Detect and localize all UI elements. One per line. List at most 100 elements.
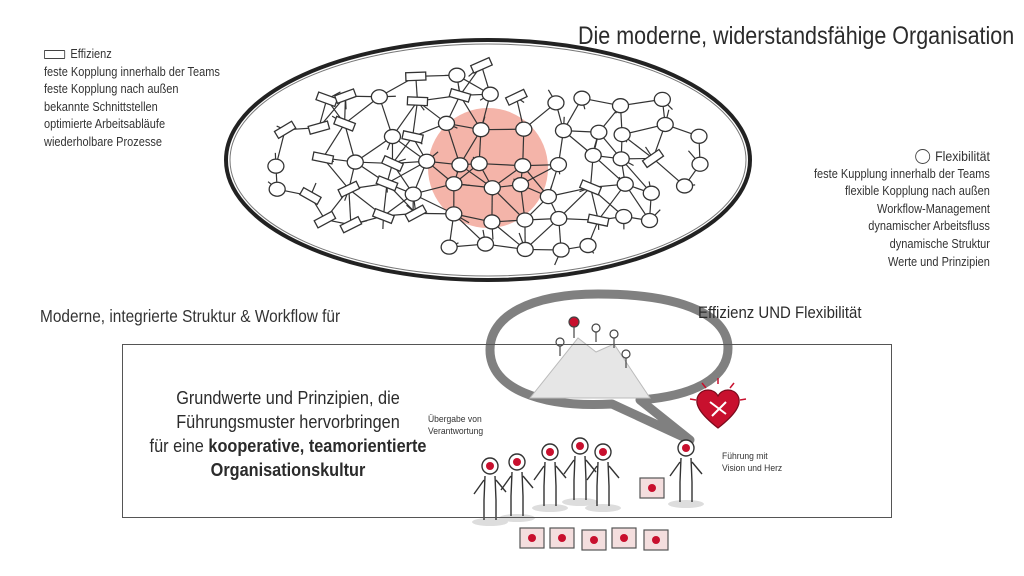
rectangle-node (375, 175, 399, 192)
rectangle-node (404, 204, 428, 223)
leadership-note: Führung mit Vision und Herz (722, 451, 782, 475)
circle-node (511, 177, 530, 193)
rectangle-node (337, 180, 361, 198)
circle-node (346, 154, 364, 170)
circle-node (554, 122, 573, 139)
circle-node (472, 122, 490, 138)
main-statement-prefix: für eine (149, 435, 209, 456)
efficiency-item: bekannte Schnittstellen (44, 99, 158, 114)
rectangle-node (371, 207, 396, 225)
circle-node (483, 214, 501, 230)
circle-node (451, 157, 469, 173)
circle-node (547, 95, 565, 111)
flexibility-item: flexible Kopplung nach außen (845, 184, 990, 199)
circle-node (383, 128, 402, 145)
culture-frame (122, 344, 892, 518)
person-figure (668, 439, 704, 508)
rectangle-node (641, 148, 665, 169)
efficiency-heading: Effizienz (70, 47, 112, 61)
efficiency-item: wiederholbare Prozesse (44, 134, 163, 149)
rectangle-node (586, 213, 610, 227)
circle-node (539, 188, 558, 205)
flexibility-legend-heading: Flexibilität (814, 148, 990, 166)
speech-bubble (485, 289, 733, 445)
rectangle-node (401, 130, 425, 144)
task-box (643, 529, 669, 551)
circle-node (642, 185, 660, 201)
efficiency-item: optimierte Arbeitsabläufe (44, 117, 166, 132)
efficiency-legend: Effizienz feste Kopplung innerhalb der T… (44, 46, 220, 152)
rectangle-node (406, 96, 429, 107)
network-link (322, 123, 346, 159)
rectangle-node (578, 179, 603, 196)
circle-node (370, 89, 389, 105)
circle-node (404, 186, 422, 202)
network-link (382, 183, 388, 217)
circle-node (549, 156, 568, 173)
circle-node (476, 236, 495, 252)
efficiency-legend-heading: Effizienz (44, 46, 220, 64)
flexibility-item: Werte und Prinzipien (888, 254, 990, 269)
circle-node (418, 153, 436, 169)
main-statement-line: Grundwerte und Prinzipien, die (176, 387, 400, 408)
person-figure (472, 457, 508, 526)
person-figure (585, 443, 621, 512)
rectangle-node (380, 154, 405, 173)
circle-node (590, 124, 608, 140)
main-statement: Grundwerte und Prinzipien, die Führungsm… (138, 386, 437, 482)
circle-node (690, 128, 708, 144)
circle-node (675, 178, 694, 194)
circle-node (640, 212, 659, 229)
page-title: Die moderne, widerstandsfähige Organisat… (578, 22, 1015, 50)
network-link (412, 101, 419, 137)
circle-node (445, 206, 463, 222)
section-subtitle: Moderne, integrierte Struktur & Workflow… (40, 306, 341, 326)
rectangle-node (333, 88, 358, 105)
task-box (611, 527, 637, 549)
circle-node (440, 239, 458, 255)
person-figure (532, 443, 568, 512)
rectangle-icon (44, 50, 66, 60)
network-nodes (267, 56, 709, 258)
circle-node (573, 90, 591, 106)
circle-node (437, 115, 456, 131)
leadership-note-line: Führung mit (722, 451, 768, 462)
rectangle-node (448, 87, 472, 103)
task-box (519, 527, 545, 549)
efficiency-item: feste Kopplung nach außen (44, 82, 179, 97)
heart-icon (689, 378, 747, 429)
circle-node (584, 147, 602, 164)
main-statement-line: Organisationskultur (138, 458, 437, 482)
flexibility-item: feste Kupplung innerhalb der Teams (814, 166, 990, 181)
team-figures (472, 437, 704, 526)
rectangle-node (315, 91, 339, 108)
handover-note: Übergabe von Verantwortung (428, 414, 483, 438)
flexibility-heading: Flexibilität (935, 148, 990, 164)
mountain-illustration (528, 316, 651, 399)
task-boxes (519, 477, 669, 551)
rectangle-node (404, 71, 427, 82)
rectangle-node (504, 88, 528, 107)
rectangle-node (469, 56, 494, 74)
effizienz-und-flexibilitaet-label: Effizienz UND Flexibilität (698, 303, 862, 322)
network-link (392, 136, 414, 164)
circle-node (481, 86, 499, 102)
circle-node (516, 241, 534, 258)
circle-node (550, 210, 568, 227)
rectangle-node (339, 215, 363, 234)
circle-node (656, 116, 674, 133)
circle-node (653, 91, 671, 108)
main-statement-bold: Organisationskultur (210, 459, 366, 480)
circle-node (267, 158, 285, 174)
circle-node (552, 242, 570, 258)
task-box (639, 477, 665, 499)
person-figure (499, 453, 535, 522)
rectangle-node (298, 186, 322, 206)
network-core (428, 108, 548, 228)
flexibility-item: dynamische Struktur (889, 236, 990, 251)
circle-node (612, 151, 630, 167)
network-ellipse (224, 38, 752, 282)
circle-node (579, 237, 597, 254)
circle-node (515, 121, 533, 137)
